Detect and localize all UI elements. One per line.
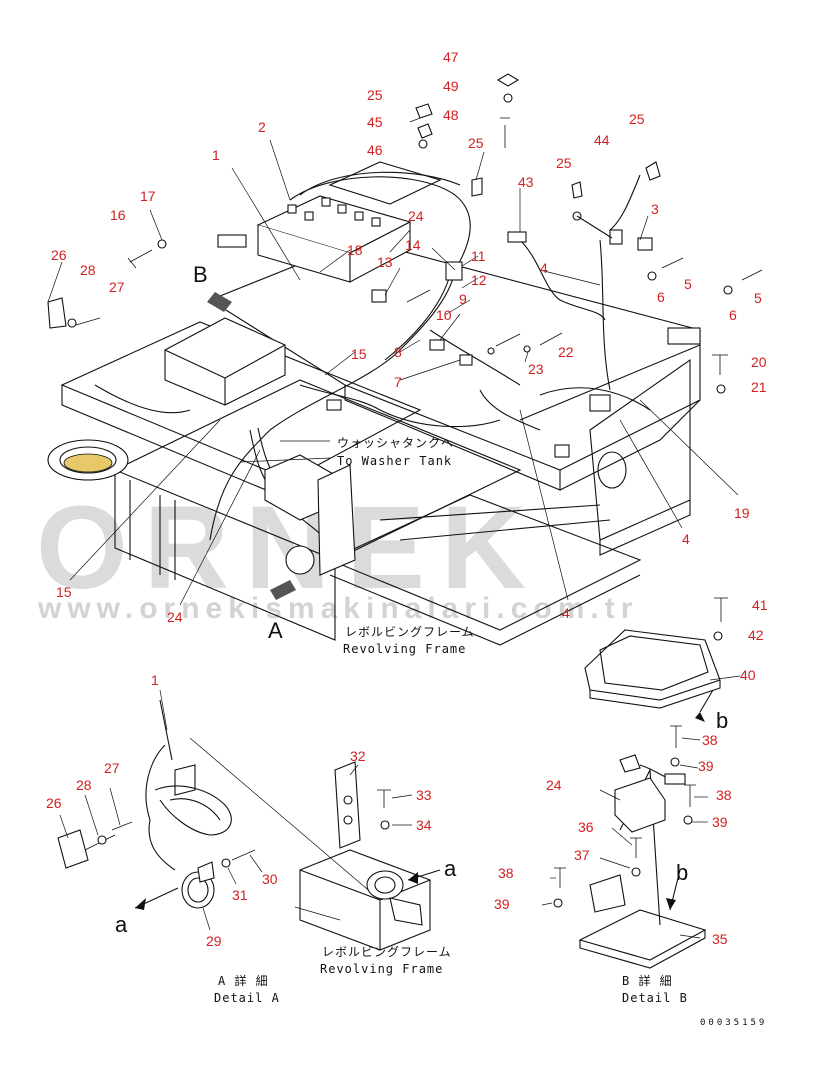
callout: 46 (367, 142, 383, 158)
callout: 5 (754, 290, 762, 306)
callout: 5 (684, 276, 692, 292)
view-letter-b-cover: b (716, 708, 728, 733)
callout: 1 (151, 672, 159, 688)
callout: 24 (167, 609, 183, 625)
watermark-url: www.ornekismakinalari.com.tr (37, 592, 638, 625)
callout: 29 (206, 933, 222, 949)
callout: 45 (367, 114, 383, 130)
callout: 34 (416, 817, 432, 833)
callout: 30 (262, 871, 278, 887)
callout: 16 (110, 207, 126, 223)
caption-detail-a-en: Detail A (214, 991, 280, 1005)
callout: 27 (109, 279, 125, 295)
callout: 4 (562, 605, 570, 621)
view-arrow-a (270, 580, 296, 600)
callout: 43 (518, 174, 534, 190)
view-arrow-b (207, 292, 232, 312)
callout: 41 (752, 597, 768, 613)
caption-washer-jp: ウォッシャタンクへ (337, 436, 454, 450)
view-letter-b-detail: b (676, 860, 688, 885)
captions: ウォッシャタンクへ To Washer Tank レボルビングフレーム Revo… (214, 436, 767, 1028)
callout: 28 (76, 777, 92, 793)
callout: 26 (51, 247, 67, 263)
callout: 33 (416, 787, 432, 803)
caption-detail-b-en: Detail B (622, 991, 688, 1005)
callout: 36 (578, 819, 594, 835)
callout: 27 (104, 760, 120, 776)
callout: 10 (436, 307, 452, 323)
callout: 19 (734, 505, 750, 521)
caption-frame-jp: レボルビングフレーム (345, 625, 475, 639)
callout: 25 (367, 87, 383, 103)
caption-frame-en: Revolving Frame (343, 642, 466, 656)
callout: 8 (394, 344, 402, 360)
callout: 25 (629, 111, 645, 127)
callout: 6 (729, 307, 737, 323)
callout: 20 (751, 354, 767, 370)
callout: 17 (140, 188, 156, 204)
view-letter-a-detail: a (115, 912, 128, 937)
callout: 18 (347, 242, 363, 258)
callout: 39 (494, 896, 510, 912)
callout: 44 (594, 132, 610, 148)
callout: 6 (657, 289, 665, 305)
callout: 15 (351, 346, 367, 362)
callout: 38 (498, 865, 514, 881)
cover-part-40 (584, 597, 741, 722)
view-letters: B A b b a a (115, 262, 728, 937)
callout: 1 (212, 147, 220, 163)
callout: 49 (443, 78, 459, 94)
caption-frame2-en: Revolving Frame (320, 962, 443, 976)
leader-lines-upper (47, 117, 739, 606)
callout: 38 (716, 787, 732, 803)
callout: 39 (712, 814, 728, 830)
callout: 28 (80, 262, 96, 278)
callout-numbers: 47 49 48 25 45 46 25 2 1 17 16 24 18 14 … (46, 49, 768, 949)
callout: 4 (540, 260, 548, 276)
caption-frame2-jp: レボルビングフレーム (322, 945, 452, 959)
callout: 24 (408, 208, 424, 224)
callout: 35 (712, 931, 728, 947)
view-letter-a-upper: A (268, 618, 283, 643)
callout: 3 (651, 201, 659, 217)
detail-frame-section (294, 761, 441, 951)
callout: 32 (350, 748, 366, 764)
callout: 23 (528, 361, 544, 377)
callout: 25 (468, 135, 484, 151)
callout: 9 (459, 291, 467, 307)
caption-detail-b-jp: B 詳 細 (622, 973, 673, 988)
drawing-code: 00035159 (700, 1018, 767, 1028)
callout: 38 (702, 732, 718, 748)
callout: 48 (443, 107, 459, 123)
detail-a (57, 689, 381, 931)
callout: 40 (740, 667, 756, 683)
callout: 2 (258, 119, 266, 135)
caption-detail-a-jp: A 詳 細 (218, 973, 269, 988)
caption-washer-en: To Washer Tank (337, 454, 452, 468)
callout: 31 (232, 887, 248, 903)
callout: 15 (56, 584, 72, 600)
callout: 21 (751, 379, 767, 395)
view-letter-a-frame: a (444, 856, 457, 881)
callout: 14 (405, 237, 421, 253)
callout: 39 (698, 758, 714, 774)
view-letter-b-upper: B (193, 262, 208, 287)
callout: 24 (546, 777, 562, 793)
callout: 47 (443, 49, 459, 65)
callout: 11 (471, 248, 486, 264)
callout: 22 (558, 344, 574, 360)
callout: 37 (574, 847, 590, 863)
callout: 7 (394, 374, 402, 390)
detail-b (541, 725, 708, 969)
callout: 26 (46, 795, 62, 811)
callout: 42 (748, 627, 764, 643)
revolving-frame-assembly (47, 73, 763, 646)
callout: 4 (682, 531, 690, 547)
callout: 13 (377, 254, 393, 270)
callout: 25 (556, 155, 572, 171)
callout: 12 (471, 272, 487, 288)
